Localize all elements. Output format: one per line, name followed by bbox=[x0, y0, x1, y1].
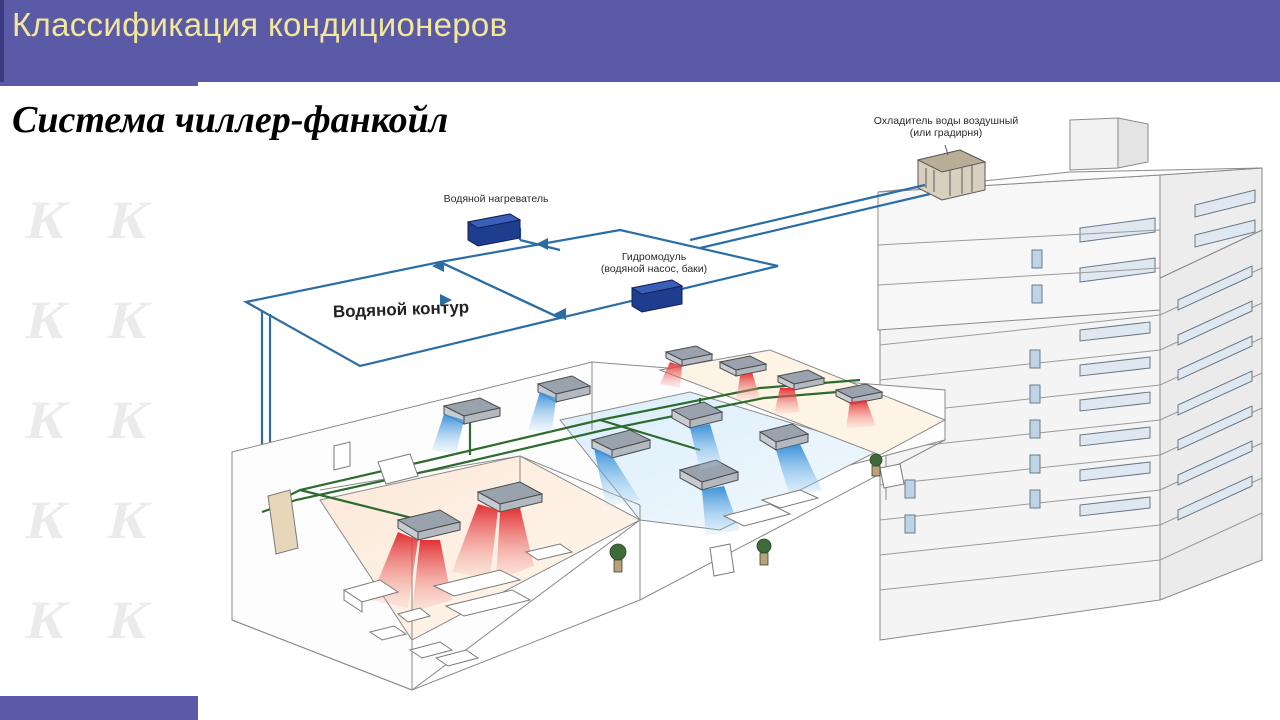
fan-coil-units bbox=[396, 345, 884, 541]
chiller-unit bbox=[916, 149, 987, 201]
water-heater-box bbox=[466, 213, 522, 247]
hydromodule-label: Гидромодуль (водяной насос, баки) bbox=[588, 251, 720, 275]
page-title: Классификация кондиционеров bbox=[12, 6, 508, 43]
hydromodule-label-line2: (водяной насос, баки) bbox=[600, 263, 708, 275]
header-bar: Классификация кондиционеров bbox=[0, 0, 1280, 82]
chiller-label-line1: Охладитель воды воздушный bbox=[873, 115, 1019, 127]
hydromodule-label-line1: Гидромодуль bbox=[621, 251, 687, 263]
footer-strip bbox=[0, 696, 198, 720]
chiller-label-line2: (или градирня) bbox=[909, 127, 983, 139]
flow-arrows bbox=[432, 238, 566, 320]
potted-plants bbox=[609, 453, 883, 573]
chiller-leader-line bbox=[944, 144, 949, 156]
water-heater-label: Водяной нагреватель bbox=[443, 193, 549, 205]
slide-subtitle: Система чиллер-фанкойл bbox=[12, 99, 449, 141]
header-left-edge bbox=[0, 0, 4, 82]
cool-air-flows bbox=[432, 392, 822, 536]
header-divider-strip bbox=[0, 82, 198, 86]
hydromodule-box bbox=[630, 279, 684, 313]
floor-cutaway bbox=[231, 349, 947, 691]
office-furniture bbox=[267, 441, 905, 667]
chiller-label: Охладитель воды воздушный (или градирня) bbox=[866, 115, 1026, 139]
office-building bbox=[877, 117, 1263, 641]
